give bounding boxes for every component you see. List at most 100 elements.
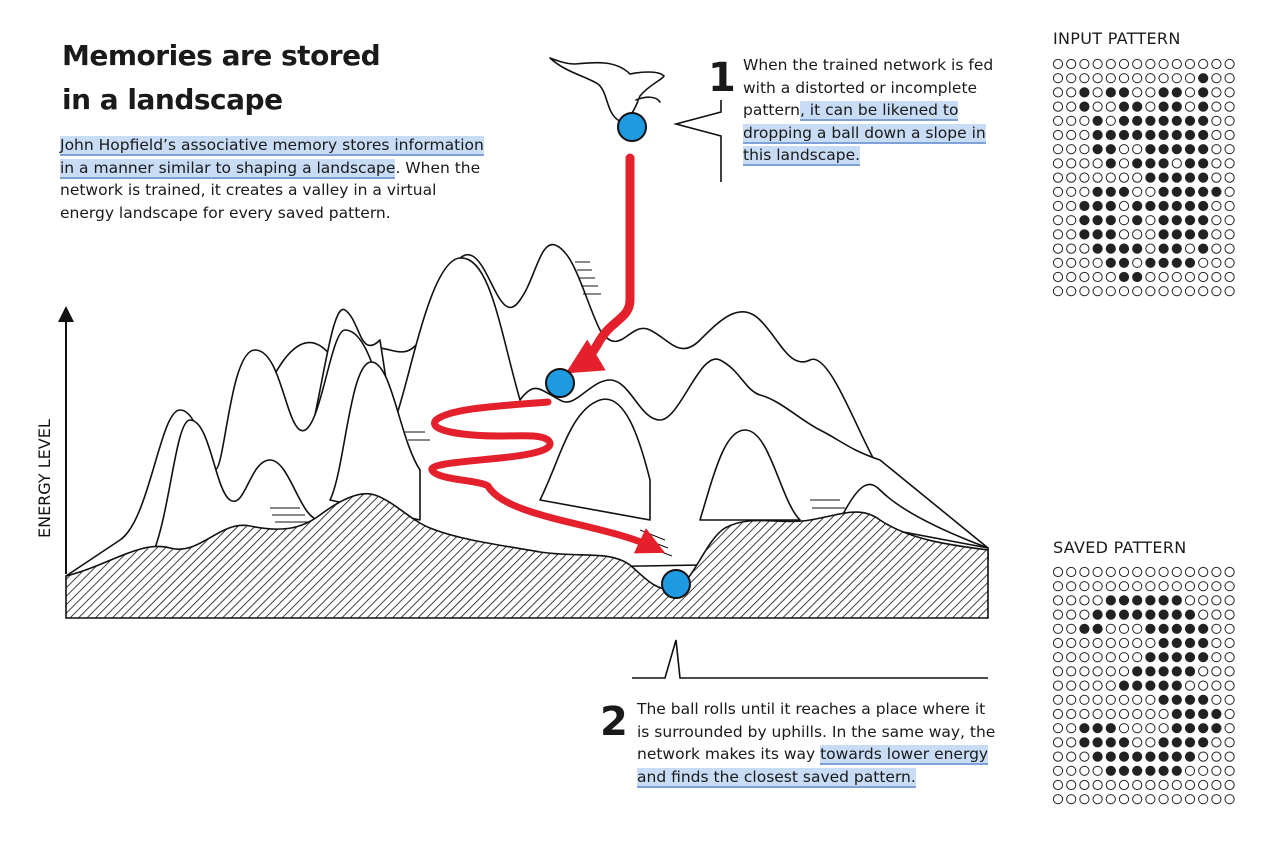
saved-pattern-filled-dot (1145, 666, 1156, 677)
input-pattern-filled-dot (1079, 87, 1090, 98)
input-pattern-empty-dot (1066, 286, 1077, 297)
input-pattern-filled-dot (1132, 101, 1143, 112)
saved-pattern-filled-dot (1079, 623, 1090, 634)
input-pattern-empty-dot (1052, 101, 1064, 112)
input-pattern-empty-dot (1224, 73, 1235, 84)
saved-pattern-empty-dot (1224, 723, 1235, 734)
saved-pattern-filled-dot (1198, 723, 1209, 734)
saved-pattern-empty-dot (1066, 708, 1077, 720)
step-1-leader (672, 100, 722, 182)
input-pattern-empty-dot (1171, 58, 1182, 70)
saved-pattern-empty-dot (1118, 779, 1130, 791)
input-pattern-empty-dot (1066, 58, 1077, 70)
input-pattern-empty-dot (1118, 229, 1130, 240)
ball-end (661, 569, 691, 599)
input-pattern-filled-dot (1198, 129, 1209, 141)
saved-pattern-empty-dot (1145, 566, 1156, 578)
input-pattern-filled-dot (1171, 115, 1182, 126)
saved-pattern-empty-dot (1105, 623, 1116, 634)
input-pattern-empty-dot (1066, 129, 1077, 141)
axis-arrow-icon (58, 306, 74, 322)
saved-pattern-empty-dot (1066, 623, 1077, 634)
saved-pattern-empty-dot (1145, 581, 1156, 592)
saved-pattern-empty-dot (1092, 581, 1103, 592)
saved-pattern-empty-dot (1145, 779, 1156, 791)
input-pattern-filled-dot (1158, 158, 1169, 169)
input-pattern-empty-dot (1079, 129, 1090, 141)
input-pattern-filled-dot (1171, 101, 1182, 112)
input-pattern-filled-dot (1105, 215, 1116, 226)
saved-pattern-empty-dot (1224, 765, 1235, 776)
saved-pattern-empty-dot (1052, 751, 1064, 762)
saved-pattern-empty-dot (1066, 666, 1077, 677)
saved-pattern-empty-dot (1118, 581, 1130, 592)
input-pattern-empty-dot (1132, 172, 1143, 183)
input-pattern-empty-dot (1066, 158, 1077, 169)
input-pattern-empty-dot (1224, 286, 1235, 297)
input-pattern-filled-dot (1118, 186, 1130, 197)
saved-pattern-empty-dot (1184, 680, 1196, 691)
saved-pattern-empty-dot (1118, 637, 1130, 649)
saved-pattern-empty-dot (1171, 779, 1182, 791)
saved-pattern-empty-dot (1105, 566, 1116, 578)
saved-pattern-empty-dot (1224, 794, 1235, 805)
input-pattern-empty-dot (1184, 286, 1196, 297)
saved-pattern-filled-dot (1158, 637, 1169, 649)
input-pattern-filled-dot (1184, 186, 1196, 197)
saved-pattern-empty-dot (1211, 581, 1222, 592)
input-pattern-filled-dot (1171, 243, 1182, 254)
saved-pattern-filled-dot (1105, 723, 1116, 734)
saved-pattern-empty-dot (1224, 666, 1235, 677)
saved-pattern-empty-dot (1066, 581, 1077, 592)
input-pattern-empty-dot (1158, 286, 1169, 297)
input-pattern-empty-dot (1066, 215, 1077, 226)
input-pattern-empty-dot (1198, 257, 1209, 268)
saved-pattern-empty-dot (1184, 779, 1196, 791)
saved-pattern-empty-dot (1211, 694, 1222, 705)
input-pattern-empty-dot (1118, 200, 1130, 212)
saved-pattern-empty-dot (1079, 566, 1090, 578)
saved-pattern-empty-dot (1118, 694, 1130, 705)
input-pattern-empty-dot (1184, 101, 1196, 112)
saved-pattern-empty-dot (1105, 652, 1116, 663)
saved-pattern-filled-dot (1092, 623, 1103, 634)
input-pattern-empty-dot (1052, 58, 1064, 70)
input-pattern-empty-dot (1224, 87, 1235, 98)
saved-pattern-empty-dot (1224, 609, 1235, 620)
saved-pattern-empty-dot (1105, 794, 1116, 805)
input-pattern-empty-dot (1171, 73, 1182, 84)
step-1-number: 1 (708, 55, 736, 101)
saved-pattern-filled-dot (1132, 680, 1143, 691)
saved-pattern-filled-dot (1171, 623, 1182, 634)
saved-pattern-filled-dot (1211, 723, 1222, 734)
input-pattern-empty-dot (1052, 73, 1064, 84)
saved-pattern-empty-dot (1198, 765, 1209, 776)
input-pattern-filled-dot (1184, 172, 1196, 183)
input-pattern-empty-dot (1052, 271, 1064, 283)
input-pattern-filled-dot (1198, 87, 1209, 98)
input-pattern-empty-dot (1118, 58, 1130, 70)
saved-pattern-empty-dot (1052, 708, 1064, 720)
landscape-mountains (65, 257, 989, 577)
saved-pattern-filled-dot (1132, 666, 1143, 677)
saved-pattern-empty-dot (1145, 723, 1156, 734)
input-pattern-empty-dot (1224, 101, 1235, 112)
input-pattern-empty-dot (1132, 186, 1143, 197)
input-pattern-filled-dot (1118, 257, 1130, 268)
saved-pattern-filled-dot (1158, 595, 1169, 606)
saved-pattern-empty-dot (1079, 765, 1090, 776)
saved-pattern-empty-dot (1211, 623, 1222, 634)
saved-pattern-empty-dot (1079, 751, 1090, 762)
input-pattern-empty-dot (1118, 172, 1130, 183)
saved-pattern-empty-dot (1224, 708, 1235, 720)
input-pattern-filled-dot (1105, 257, 1116, 268)
saved-pattern-empty-dot (1184, 581, 1196, 592)
intro-paragraph: John Hopfield’s associative memory store… (60, 134, 490, 224)
saved-pattern-empty-dot (1105, 637, 1116, 649)
saved-pattern-filled-dot (1211, 708, 1222, 720)
input-pattern-empty-dot (1052, 115, 1064, 126)
input-pattern-empty-dot (1066, 115, 1077, 126)
saved-pattern-empty-dot (1132, 794, 1143, 805)
input-pattern-filled-dot (1145, 200, 1156, 212)
saved-pattern-empty-dot (1052, 566, 1064, 578)
